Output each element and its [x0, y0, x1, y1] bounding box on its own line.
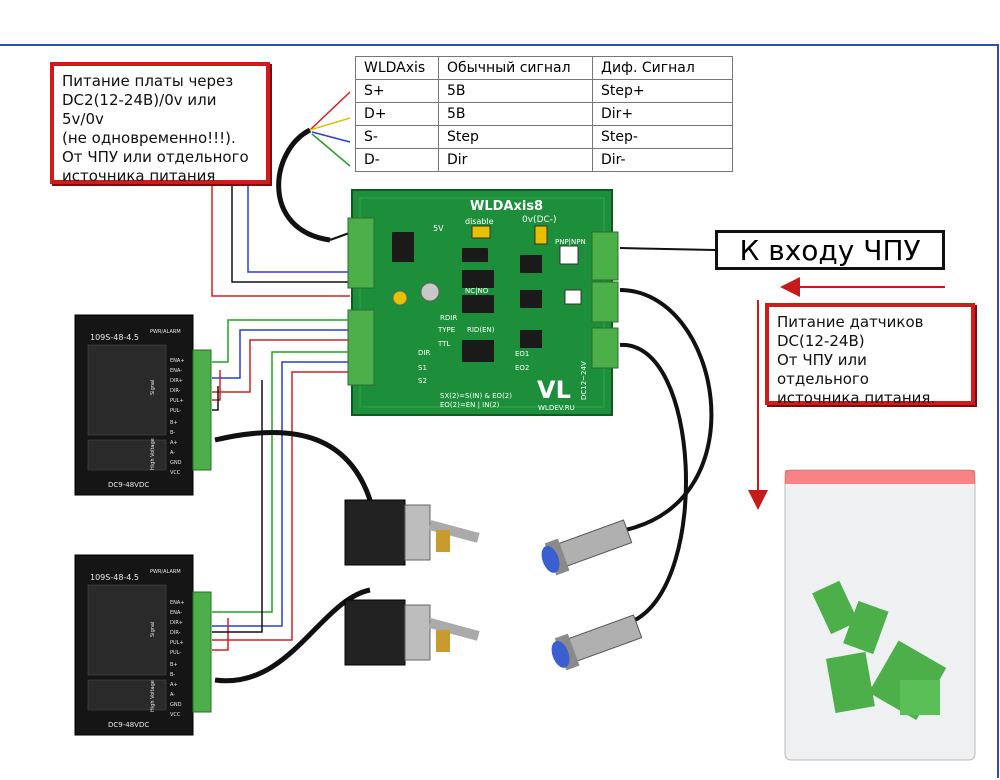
pcb-label-type: TYPE [437, 326, 455, 334]
inductive-sensor-icon [551, 614, 643, 671]
driver1-pin: DIR+ [170, 378, 183, 384]
pcb-label-pnp-npn: PNP|NPN [555, 238, 586, 246]
driver2-pin: DIR- [170, 630, 181, 636]
connector-bag-icon [784, 469, 976, 761]
pcb-label-nc-no: NC|NO [465, 287, 489, 295]
driver1-pin: ENA- [170, 368, 182, 374]
driver1-pin: DIR- [170, 388, 181, 394]
driver2-pin: B- [170, 672, 175, 678]
table-cell: S- [355, 125, 439, 149]
table-header-cell: WLDAxis [355, 56, 439, 80]
driver2-pin: ENA+ [170, 600, 185, 606]
inductive-sensor-icon [541, 519, 633, 576]
table-header-row: WLDAxis Обычный сигнал Диф. Сигнал [355, 56, 733, 80]
pcb-label-disable: disable [465, 217, 494, 226]
driver1-hv-label: High Voltage [150, 438, 156, 470]
pcb-label-s2: S2 [418, 377, 427, 385]
driver1-voltage: DC9-48VDC [108, 481, 149, 489]
table-row: S+ 5В Step+ [355, 79, 733, 103]
pcb-label-rdir: RDIR [440, 314, 457, 322]
pcb-dc-label: DC12~24V [580, 361, 588, 400]
table-cell: S+ [355, 79, 439, 103]
driver2-pin: PUL- [170, 650, 181, 656]
driver2-pin: VCC [170, 712, 181, 718]
pcb-label-s1: S1 [418, 364, 427, 372]
stepper-motor-icon [344, 599, 480, 666]
table-row: D- Dir Dir- [355, 148, 733, 172]
pcb-label-ttl: TTL [437, 340, 450, 348]
table-header-cell: Обычный сигнал [438, 56, 593, 80]
cnc-input-label: К входу ЧПУ [715, 230, 945, 270]
table-cell: Step [438, 125, 593, 149]
driver2-pin: GND [170, 702, 182, 708]
pcb-label-5v: 5V [433, 224, 444, 233]
table-cell: 5В [438, 79, 593, 103]
driver1-model: 109S-48-4.5 [90, 333, 139, 342]
table-row: S- Step Step- [355, 125, 733, 149]
pcb-title: WLDAxis8 [470, 199, 543, 214]
stepper-motor-icon [344, 499, 480, 566]
table-cell: Dir [438, 148, 593, 172]
driver2-model: 109S-48-4.5 [90, 573, 139, 582]
pcb-label-0v: 0v(DC-) [522, 215, 557, 225]
table-cell: 5В [438, 102, 593, 126]
driver1-pin: GND [170, 460, 182, 466]
table-cell: D+ [355, 102, 439, 126]
table-row: D+ 5В Dir+ [355, 102, 733, 126]
driver1-pin-labels: ENA+ ENA- DIR+ DIR- PUL+ PUL- B+ B- A+ A… [150, 358, 185, 476]
table-cell: Dir- [592, 148, 733, 172]
stepper-driver-1 [74, 314, 212, 496]
table-cell: D- [355, 148, 439, 172]
sensor2-cable [619, 342, 688, 622]
board-power-note: Питание платы через DC2(12-24В)/0v или 5… [50, 62, 270, 185]
pcb-logo: VL [537, 376, 571, 404]
pcb-formula-2: EO(2)=EN | IN(2) [440, 401, 500, 409]
driver1-pin: B- [170, 430, 175, 436]
driver1-signal-label: Signal [150, 380, 156, 395]
driver2-pwr: PWR/ALARM [150, 569, 181, 575]
pcb-site: WLDEV.RU [538, 404, 575, 412]
driver2-signal-label: Signal [150, 622, 156, 637]
driver1-pwr: PWR/ALARM [150, 329, 181, 335]
table-cell: Step+ [592, 79, 733, 103]
signal-cable [276, 127, 331, 243]
driver1-pin: B+ [170, 420, 178, 426]
sensor-power-note: Питание датчиков DC(12-24В) От ЧПУ или о… [765, 303, 975, 407]
motor1-cable [214, 430, 373, 501]
driver2-pin: ENA- [170, 610, 182, 616]
pcb-label-rid-en: RID(EN) [467, 326, 495, 334]
driver2-pin: DIR+ [170, 620, 183, 626]
pcb-label-eo2: EO2 [515, 364, 529, 372]
pcb-label-dir: DIR [418, 349, 430, 357]
pcb-formula-1: SX(2)=S(IN) & EO(2) [440, 392, 512, 400]
signal-table: WLDAxis Обычный сигнал Диф. Сигнал S+ 5В… [355, 56, 733, 172]
table-cell: Dir+ [592, 102, 733, 126]
stepper-driver-2 [74, 554, 212, 736]
driver2-hv-label: High Voltage [150, 680, 156, 712]
driver1-pin: VCC [170, 470, 181, 476]
motor2-cable [214, 587, 371, 684]
wldaxis8-board [347, 189, 619, 416]
driver1-pin: ENA+ [170, 358, 185, 364]
driver2-pin: A- [170, 692, 175, 698]
driver2-pin: A+ [170, 682, 178, 688]
driver1-pin: A+ [170, 440, 178, 446]
sensor1-cable [619, 288, 714, 532]
pcb-label-eo1: EO1 [515, 350, 529, 358]
diagram-frame [0, 44, 999, 778]
table-header-cell: Диф. Сигнал [592, 56, 733, 80]
driver1-pin: PUL- [170, 408, 181, 414]
driver2-voltage: DC9-48VDC [108, 721, 149, 729]
driver2-pin: B+ [170, 662, 178, 668]
driver1-pin: A- [170, 450, 175, 456]
driver2-pin: PUL+ [170, 640, 184, 646]
driver2-pin-labels: ENA+ ENA- DIR+ DIR- PUL+ PUL- B+ B- A+ A… [150, 600, 185, 718]
driver1-pin: PUL+ [170, 398, 184, 404]
table-cell: Step- [592, 125, 733, 149]
